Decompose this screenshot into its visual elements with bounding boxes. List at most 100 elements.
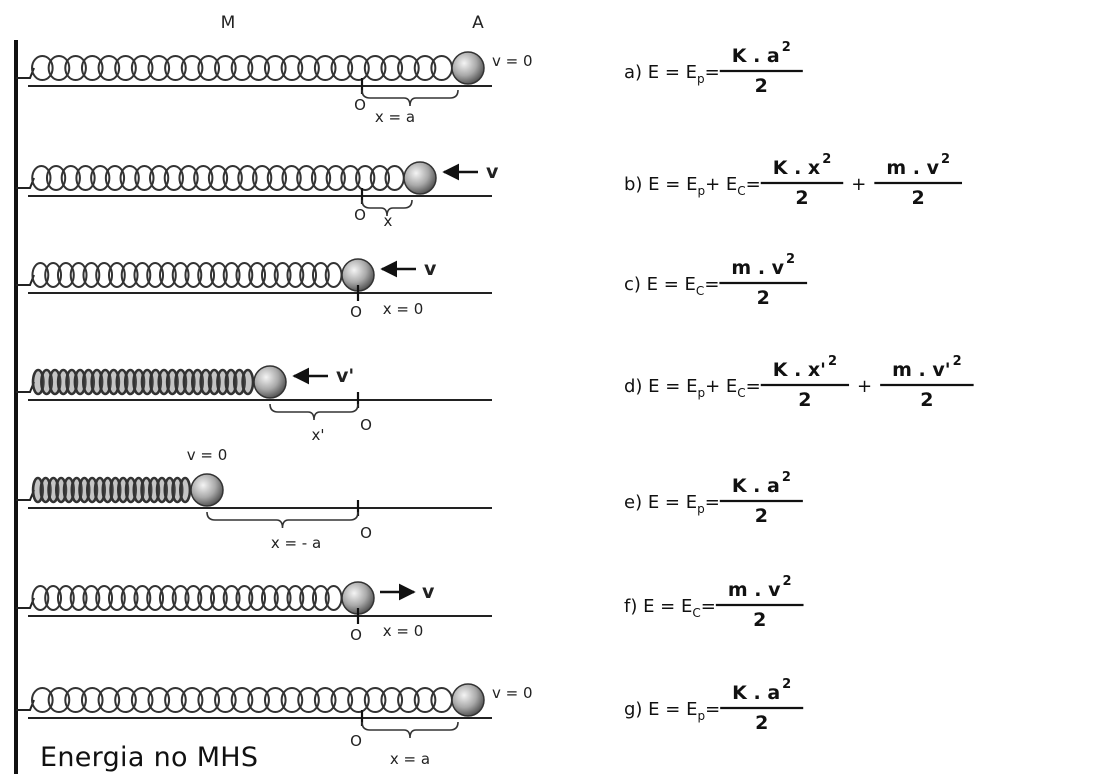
fraction-numerator: K . a bbox=[732, 45, 780, 67]
spring-coil bbox=[31, 165, 52, 191]
spring-coil bbox=[90, 165, 111, 191]
fraction-denominator: 2 bbox=[757, 287, 770, 309]
spring-coil bbox=[44, 585, 63, 611]
fraction-exponent: 2 bbox=[782, 677, 791, 692]
spring-coil bbox=[107, 585, 126, 611]
spring-coil bbox=[248, 262, 267, 288]
velocity-label: v = 0 bbox=[492, 52, 533, 70]
spring-coil bbox=[325, 165, 346, 191]
spring-coil bbox=[158, 585, 177, 611]
spring-coil bbox=[311, 262, 330, 288]
spring-coil bbox=[235, 262, 254, 288]
spring-coil bbox=[44, 262, 63, 288]
spring-coil bbox=[413, 687, 437, 713]
equation-text: = bbox=[705, 62, 720, 83]
equation-text: a) E = E bbox=[624, 62, 697, 83]
spring-coil bbox=[164, 687, 187, 713]
equation-text: d) E = E bbox=[624, 376, 697, 397]
spring-coil bbox=[69, 585, 88, 611]
spring-coil bbox=[347, 687, 370, 713]
spring-coil bbox=[60, 165, 81, 191]
spring-coil bbox=[146, 262, 165, 288]
fraction-denominator: 2 bbox=[795, 187, 808, 209]
spring-coil bbox=[56, 262, 75, 288]
fraction-numerator: m . v bbox=[728, 579, 781, 601]
spring-coil bbox=[64, 55, 87, 81]
fraction-numerator: K . a bbox=[732, 682, 780, 704]
spring-coil bbox=[413, 55, 437, 81]
fraction-exponent: 2 bbox=[782, 40, 791, 55]
equation-text: b) E = E bbox=[624, 174, 697, 195]
spring-coil bbox=[260, 262, 279, 288]
equation-text: f) E = E bbox=[624, 596, 692, 617]
spring-hook bbox=[16, 597, 35, 609]
origin-label: O bbox=[360, 416, 372, 434]
equation-text: p bbox=[697, 386, 705, 400]
spring-coil bbox=[235, 585, 254, 611]
spring-coil bbox=[330, 55, 354, 81]
spring-coil bbox=[222, 165, 243, 191]
displacement-brace bbox=[206, 511, 359, 529]
fraction-denominator: 2 bbox=[755, 712, 768, 734]
spring-coil bbox=[80, 55, 104, 81]
fraction-denominator: 2 bbox=[753, 609, 766, 631]
equation-text: p bbox=[697, 72, 705, 86]
spring-coil bbox=[280, 55, 304, 81]
spring-coil bbox=[263, 687, 287, 713]
x-label: x bbox=[384, 212, 393, 230]
velocity-label: v' bbox=[336, 365, 354, 387]
displacement-brace bbox=[361, 721, 459, 739]
spring-coil bbox=[397, 687, 420, 713]
fraction-exponent: 2 bbox=[822, 152, 831, 167]
spring-coil bbox=[133, 262, 152, 288]
equation-text: C bbox=[692, 606, 700, 620]
spring-coil bbox=[214, 687, 237, 713]
spring-coil bbox=[299, 262, 318, 288]
spring-coil bbox=[209, 585, 228, 611]
spring-coil bbox=[311, 585, 330, 611]
spring-coil bbox=[273, 585, 292, 611]
displacement-brace bbox=[361, 89, 459, 107]
spring-coil bbox=[171, 585, 190, 611]
diagram-title: Energia no MHS bbox=[40, 742, 259, 773]
spring-coil bbox=[280, 687, 304, 713]
spring-coil bbox=[330, 687, 354, 713]
equation-text: = bbox=[746, 376, 761, 397]
fraction-exponent: 2 bbox=[941, 152, 950, 167]
x-label: x = 0 bbox=[383, 622, 424, 640]
row-d: Ox'v' bbox=[16, 365, 492, 444]
equation-text: + E bbox=[705, 376, 737, 397]
fraction-denominator: 2 bbox=[755, 75, 768, 97]
fraction-exponent: 2 bbox=[782, 574, 791, 589]
spring-coil bbox=[184, 585, 203, 611]
spring-coil bbox=[171, 262, 190, 288]
equation-text: + bbox=[857, 376, 872, 397]
spring-coil bbox=[230, 687, 254, 713]
spring-coil bbox=[119, 165, 140, 191]
spring-coil bbox=[114, 55, 137, 81]
velocity-label: v bbox=[486, 161, 499, 183]
origin-label: O bbox=[350, 626, 362, 644]
equation-text: C bbox=[737, 184, 745, 198]
spring-coil bbox=[273, 262, 292, 288]
spring-coil bbox=[310, 165, 332, 191]
fraction-denominator: 2 bbox=[755, 505, 768, 527]
spring-coil bbox=[47, 687, 71, 713]
spring-coil bbox=[97, 55, 121, 81]
fraction: K . x'22 bbox=[760, 354, 850, 411]
spring-coil bbox=[148, 165, 170, 191]
spring-coil bbox=[31, 55, 54, 81]
equation-text: + E bbox=[705, 174, 737, 195]
spring-coil bbox=[313, 55, 337, 81]
spring-coil bbox=[286, 262, 305, 288]
spring-coil bbox=[369, 165, 391, 191]
spring-coil bbox=[222, 585, 241, 611]
spring-coil bbox=[184, 262, 203, 288]
